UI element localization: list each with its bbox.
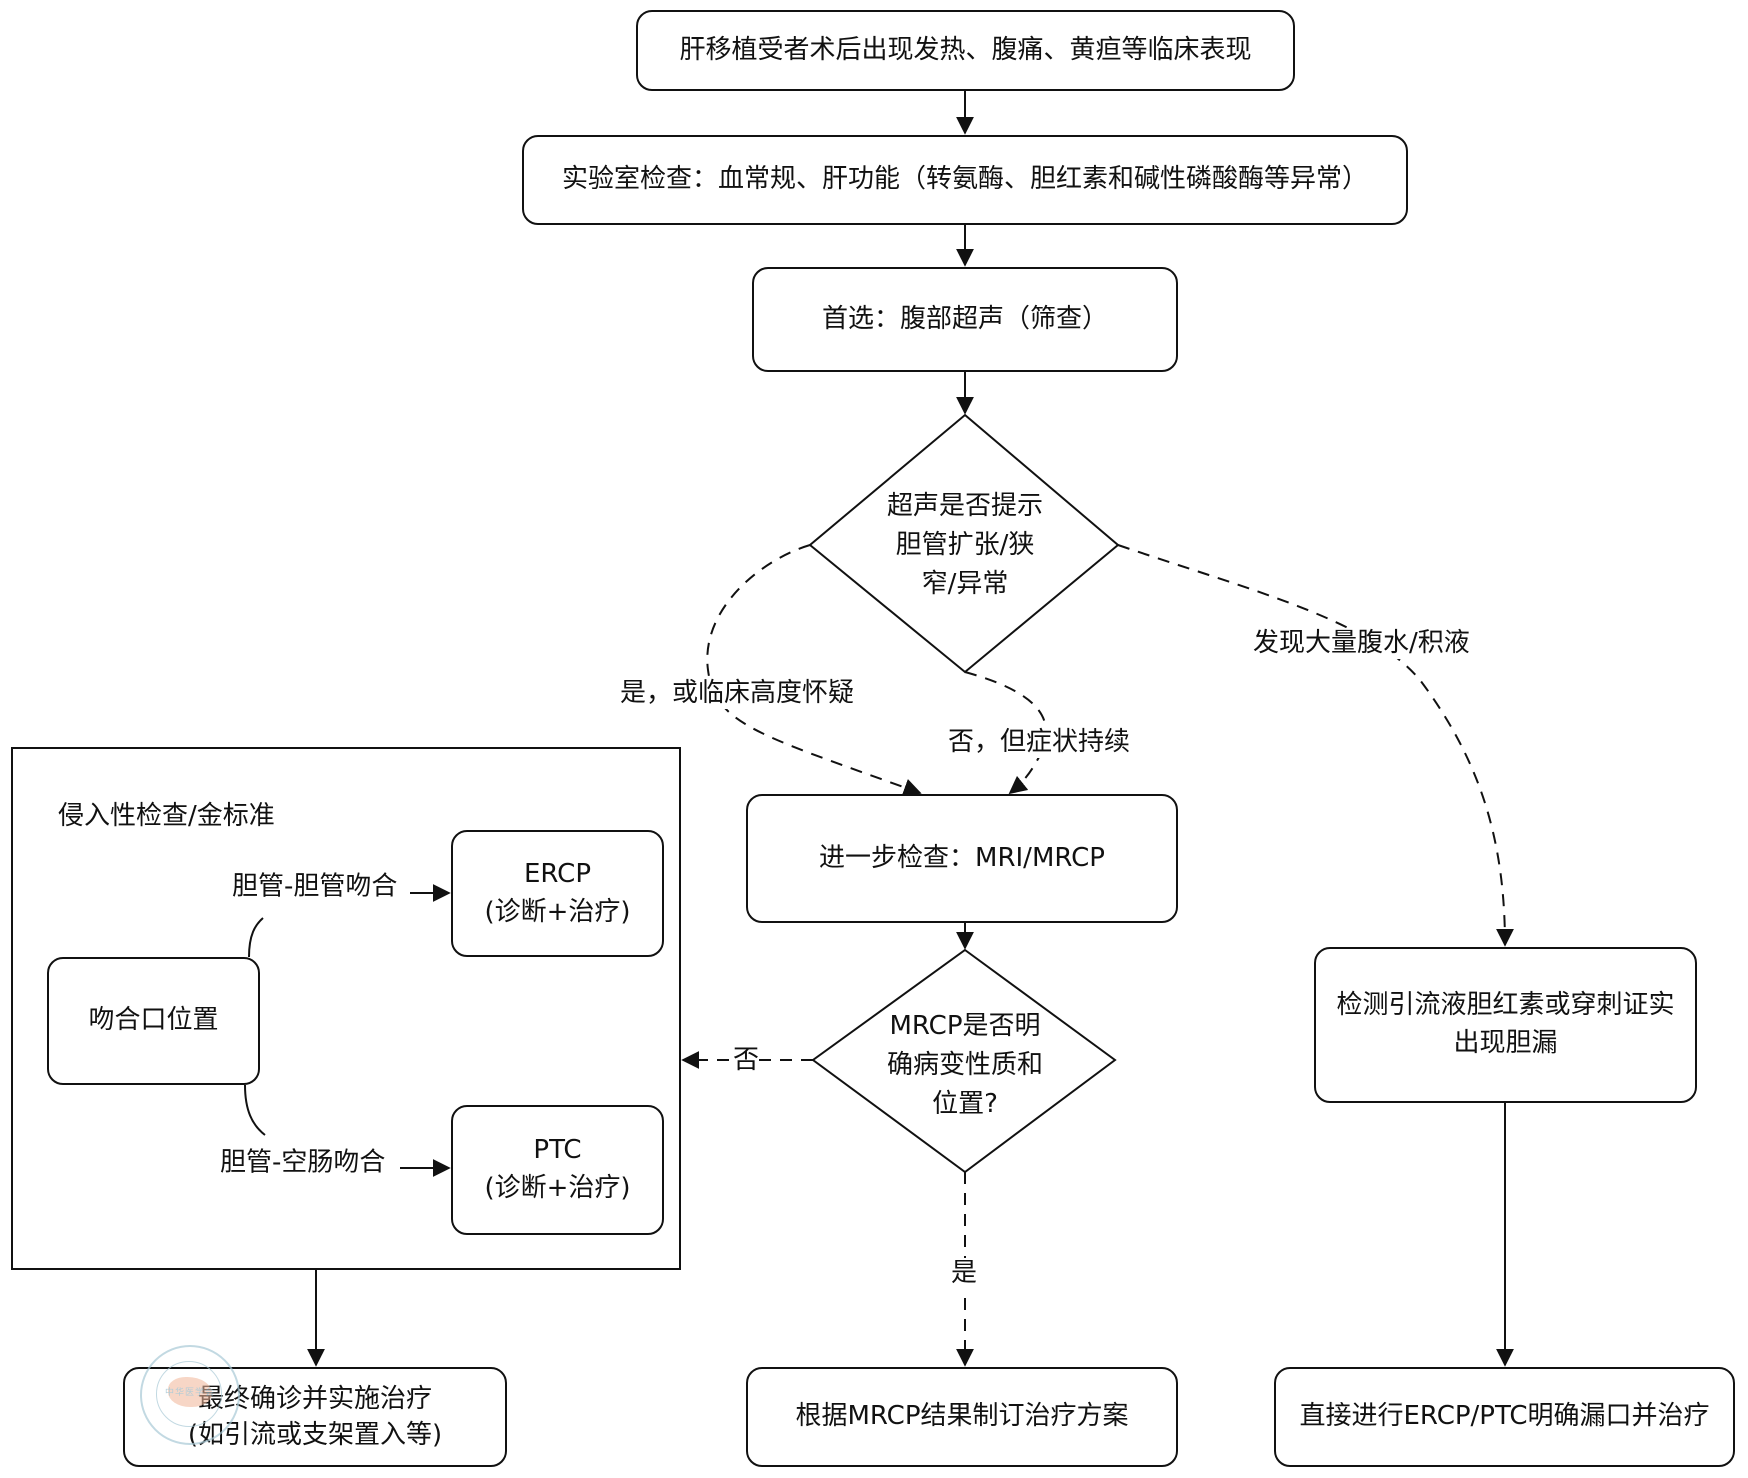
- decision1-line-2: 胆管扩张/狭: [895, 529, 1035, 560]
- edge-label-yes-or-suspect: 是，或临床高度怀疑: [620, 678, 855, 710]
- final-mid-node: 根据MRCP结果制订治疗方案: [746, 1367, 1178, 1467]
- curve-anastomosis-to-duct-duct: [248, 917, 264, 958]
- ptc-line-2: (诊断+治疗): [484, 1173, 631, 1203]
- edge-label-no-but-persist: 否，但症状持续: [948, 727, 1131, 759]
- decision2-line-3: 位置?: [932, 1088, 998, 1119]
- curve-anastomosis-to-duct-jejunum: [244, 1084, 266, 1136]
- ercp-line-2: (诊断+治疗): [484, 896, 631, 927]
- decision2-text: MRCP是否明 确病变性质和 位置?: [860, 1000, 1070, 1130]
- decision2-line-2: 确病变性质和: [886, 1049, 1043, 1080]
- decision1-line-1: 超声是否提示: [886, 490, 1043, 521]
- drainage-test-line-1: 检测引流液胆红素或穿刺证实: [1336, 990, 1675, 1021]
- branch-duct-jejunum-label: 胆管-空肠吻合: [220, 1147, 386, 1178]
- edge-no-but-persist: [964, 671, 1048, 795]
- ercp-line-1: ERCP: [523, 858, 592, 889]
- final-right-node-text: 直接进行ERCP/PTC明确漏口并治疗: [1299, 1401, 1710, 1432]
- mri-node-text: 进一步检查：MRI/MRCP: [819, 842, 1105, 873]
- lab-exam-node: 实验室检查：血常规、肝功能（转氨酶、胆红素和碱性磷酸酶等异常）: [522, 135, 1408, 225]
- branch-duct-duct-label: 胆管-胆管吻合: [232, 871, 398, 902]
- decision2-line-1: MRCP是否明: [889, 1010, 1041, 1041]
- anastomosis-node: 吻合口位置: [47, 957, 260, 1085]
- association-watermark-icon: 中华医学会: [140, 1345, 240, 1445]
- ptc-line-1: PTC: [533, 1135, 582, 1166]
- watermark-text: 中华医学会: [164, 1388, 215, 1398]
- start-node-text: 肝移植受者术后出现发热、腹痛、黄疸等临床表现: [679, 34, 1252, 65]
- decision1-text: 超声是否提示 胆管扩张/狭 窄/异常: [860, 470, 1070, 620]
- invasive-exam-group: [11, 747, 681, 1270]
- ultrasound-node-text: 首选：腹部超声（筛查）: [821, 303, 1108, 334]
- start-node: 肝移植受者术后出现发热、腹痛、黄疸等临床表现: [636, 10, 1295, 91]
- invasive-exam-group-title: 侵入性检查/金标准: [58, 801, 275, 831]
- edge-label-ascites: 发现大量腹水/积液: [1253, 628, 1470, 660]
- ercp-node: ERCP (诊断+治疗): [451, 830, 664, 957]
- mri-node: 进一步检查：MRI/MRCP: [746, 794, 1178, 923]
- drainage-test-line-2: 出现胆漏: [1453, 1028, 1558, 1058]
- anastomosis-node-text: 吻合口位置: [88, 1005, 219, 1036]
- ultrasound-node: 首选：腹部超声（筛查）: [752, 267, 1178, 372]
- edge-label-mrcp-no: 否: [733, 1045, 760, 1077]
- drainage-test-node: 检测引流液胆红素或穿刺证实 出现胆漏: [1314, 947, 1697, 1103]
- ptc-node: PTC (诊断+治疗): [451, 1105, 664, 1235]
- final-left-line-2: (如引流或支架置入等): [187, 1420, 443, 1450]
- lab-exam-node-text: 实验室检查：血常规、肝功能（转氨酶、胆红素和碱性磷酸酶等异常）: [561, 164, 1368, 195]
- edge-label-mrcp-yes: 是: [951, 1258, 978, 1290]
- final-mid-node-text: 根据MRCP结果制订治疗方案: [795, 1401, 1129, 1432]
- final-right-node: 直接进行ERCP/PTC明确漏口并治疗: [1274, 1367, 1735, 1467]
- decision1-line-3: 窄/异常: [921, 568, 1009, 599]
- edge-yes-or-suspect: [706, 544, 922, 796]
